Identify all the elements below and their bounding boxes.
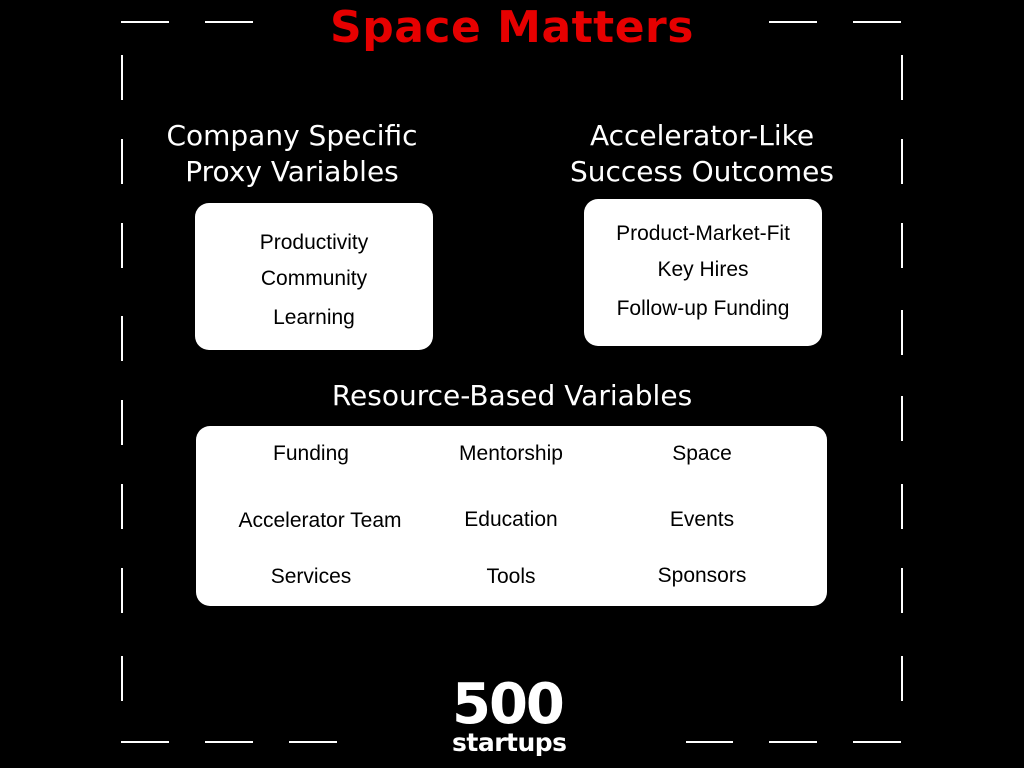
bottom-item: Tools — [486, 565, 536, 588]
right-item: Product-Market-Fit — [616, 222, 790, 245]
logo-number: 500 — [452, 672, 565, 737]
right-heading-line2: Success Outcomes — [570, 155, 834, 188]
bottom-item: Funding — [273, 442, 349, 465]
bottom-item: Mentorship — [459, 442, 563, 465]
right-group-heading: Accelerator-Like Success Outcomes — [552, 118, 852, 190]
left-item: Community — [260, 267, 368, 290]
bottom-item: Events — [669, 508, 735, 531]
bottom-item: Education — [464, 508, 558, 531]
bottom-group-box: Funding Mentorship Space Accelerator Tea… — [196, 426, 827, 606]
left-item: Productivity — [259, 231, 369, 254]
bottom-item: Space — [672, 442, 732, 465]
left-group-box: Productivity Community Learning — [195, 203, 433, 350]
bottom-item: Accelerator Team — [238, 509, 402, 532]
right-item: Key Hires — [657, 258, 749, 281]
page-title: Space Matters — [330, 2, 694, 53]
startups-logo: 500 startups — [452, 672, 574, 757]
bottom-item: Sponsors — [657, 564, 747, 587]
left-heading-line1: Company Specific — [166, 119, 418, 152]
left-item: Learning — [273, 306, 355, 329]
left-group-heading: Company Specific Proxy Variables — [150, 118, 434, 190]
right-group-box: Product-Market-Fit Key Hires Follow-up F… — [584, 199, 822, 346]
right-heading-line1: Accelerator-Like — [589, 119, 815, 152]
right-item: Follow-up Funding — [616, 297, 790, 320]
left-heading-line2: Proxy Variables — [185, 155, 399, 188]
bottom-item: Services — [270, 565, 352, 588]
bottom-group-heading: Resource-Based Variables — [331, 379, 693, 412]
logo-word: startups — [452, 728, 567, 757]
